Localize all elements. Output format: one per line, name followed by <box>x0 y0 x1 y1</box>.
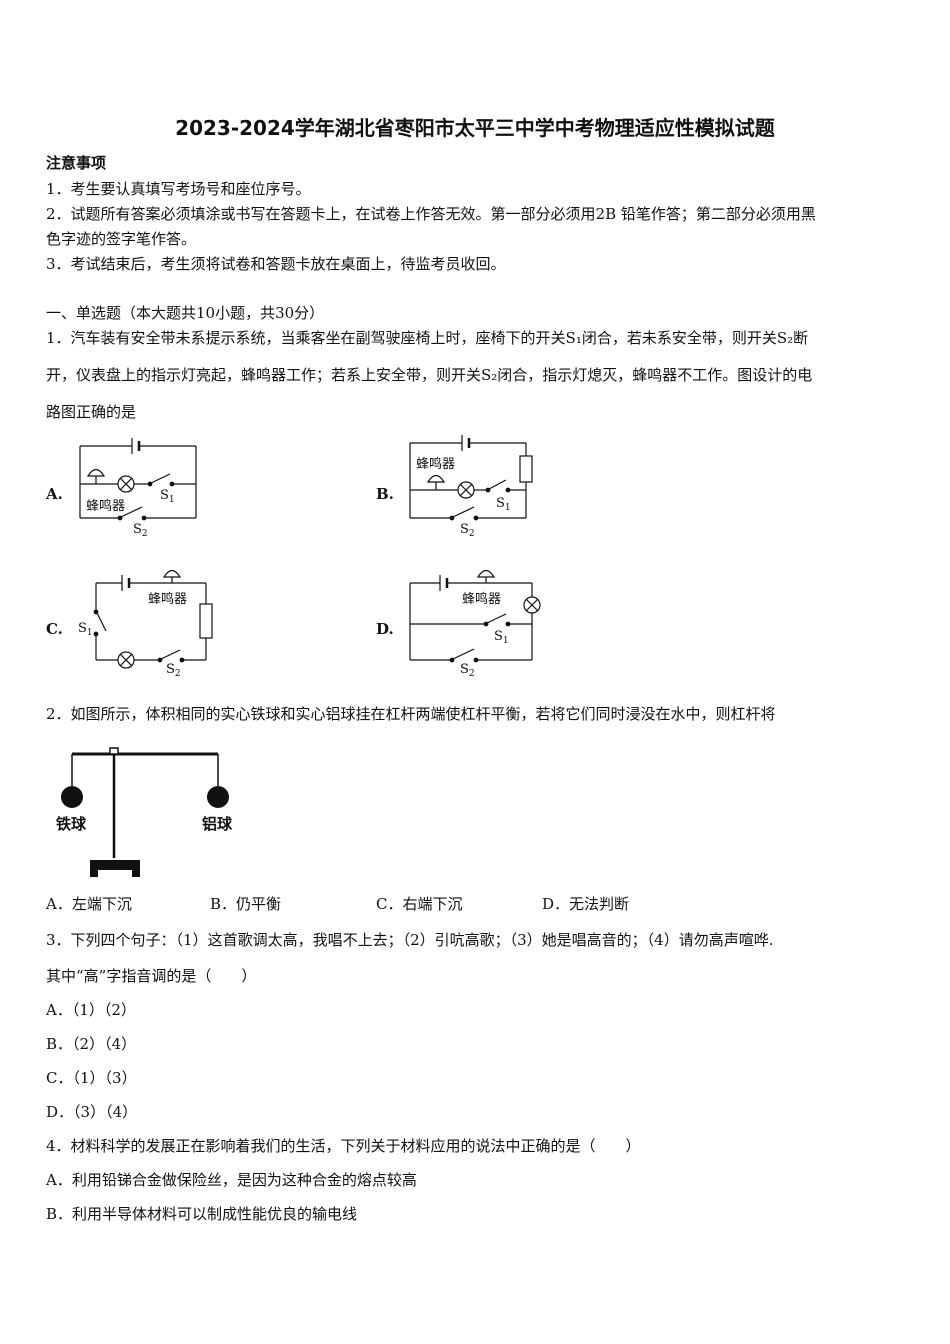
pivot-icon <box>109 747 119 755</box>
question-2-option-c[interactable]: C．右端下沉 <box>376 895 463 913</box>
iron-ball-label: 铁球 <box>56 815 87 833</box>
notice-item: 2．试题所有答案必须填涂或书写在答题卡上，在试卷上作答无效。第一部分必须用2B … <box>46 205 816 223</box>
lever-figure: 铁球 铝球 <box>56 747 233 877</box>
page-title: 2023-2024学年湖北省枣阳市太平三中学中考物理适应性模拟试题 <box>175 116 775 140</box>
switch-letter: S <box>460 662 469 677</box>
option-label-a: A. <box>46 485 63 503</box>
question-3-text: 3．下列四个句子：（1）这首歌调太高，我唱不上去；（2）引吭高歌；（3）她是唱高… <box>46 931 774 949</box>
option-label-c: C. <box>46 620 63 638</box>
buzzer-label: 蜂鸣器 <box>416 456 455 472</box>
switch-subscript: 2 <box>175 669 181 679</box>
question-1-text: 路图正确的是 <box>46 403 137 421</box>
question-1-text: 1．汽车装有安全带未系提示系统，当乘客坐在副驾驶座椅上时，座椅下的开关S₁闭合，… <box>46 329 809 347</box>
buzzer-label: 蜂鸣器 <box>462 591 501 607</box>
aluminum-ball-label: 铝球 <box>202 815 233 833</box>
switch-subscript: 2 <box>142 529 148 539</box>
notice-item: 3．考试结束后，考生须将试卷和答题卡放在桌面上，待监考员收回。 <box>46 255 506 273</box>
switch-s1-label: S1 <box>78 621 93 638</box>
switch-subscript: 1 <box>169 495 175 505</box>
notice-heading: 注意事项 <box>46 154 107 172</box>
buzzer-label: 蜂鸣器 <box>148 591 187 607</box>
question-4-text: 4．材料科学的发展正在影响着我们的生活，下列关于材料应用的说法中正确的是（ ） <box>46 1137 641 1155</box>
switch-subscript: 2 <box>469 669 475 679</box>
iron-ball-icon <box>61 786 83 808</box>
question-4-option-b[interactable]: B．利用半导体材料可以制成性能优良的输电线 <box>46 1205 358 1223</box>
circuit-b <box>409 435 533 521</box>
notice-item: 1．考生要认真填写考场号和座位序号。 <box>46 180 311 198</box>
circuit-diagrams: 蜂鸣器 S1 S2 蜂鸣器 S1 S2 蜂鸣器 S1 S2 蜂鸣器 S1 S2 <box>78 435 541 679</box>
switch-subscript: 1 <box>503 636 509 646</box>
question-3-option-d[interactable]: D．（3）（4） <box>46 1103 138 1121</box>
switch-s2-label: S2 <box>166 662 181 679</box>
buzzer-label: 蜂鸣器 <box>86 498 125 514</box>
question-1-text: 开，仪表盘上的指示灯亮起，蜂鸣器工作；若系上安全带，则开关S₂闭合，指示灯熄灭，… <box>46 366 813 384</box>
question-2-option-a[interactable]: A．左端下沉 <box>46 895 132 913</box>
circuit-d <box>409 569 541 663</box>
switch-letter: S <box>160 488 169 503</box>
switch-letter: S <box>496 496 505 511</box>
switch-letter: S <box>166 662 175 677</box>
switch-s1-label: S1 <box>160 488 175 505</box>
switch-letter: S <box>460 522 469 537</box>
question-2-option-b[interactable]: B．仍平衡 <box>210 895 282 913</box>
question-3-option-c[interactable]: C．（1）（3） <box>46 1069 137 1087</box>
circuit-c <box>93 569 213 669</box>
question-2-option-d[interactable]: D．无法判断 <box>542 895 630 913</box>
question-3-option-a[interactable]: A．（1）（2） <box>46 1001 136 1019</box>
stand-base-icon <box>90 860 140 877</box>
switch-subscript: 2 <box>469 529 475 539</box>
switch-letter: S <box>78 621 87 636</box>
switch-s2-label: S2 <box>460 662 475 679</box>
switch-s2-label: S2 <box>133 522 148 539</box>
circuit-a <box>79 438 197 521</box>
question-2-text: 2．如图所示，体积相同的实心铁球和实心铝球挂在杠杆两端使杠杆平衡，若将它们同时浸… <box>46 705 776 723</box>
switch-s2-label: S2 <box>460 522 475 539</box>
option-label-b: B. <box>376 485 394 503</box>
section-heading: 一、单选题（本大题共10小题，共30分） <box>46 304 325 322</box>
switch-subscript: 1 <box>87 628 93 638</box>
question-3-text: 其中“高”字指音调的是（ ） <box>46 967 257 985</box>
switch-subscript: 1 <box>505 503 511 513</box>
option-label-d: D. <box>376 620 394 638</box>
question-3-option-b[interactable]: B．（2）（4） <box>46 1035 137 1053</box>
switch-s1-label: S1 <box>496 496 511 513</box>
switch-letter: S <box>494 629 503 644</box>
question-4-option-a[interactable]: A．利用铅锑合金做保险丝，是因为这种合金的熔点较高 <box>46 1171 417 1189</box>
notice-item: 色字迹的签字笔作答。 <box>46 230 197 248</box>
switch-s1-label: S1 <box>494 629 509 646</box>
switch-letter: S <box>133 522 142 537</box>
aluminum-ball-icon <box>207 786 229 808</box>
